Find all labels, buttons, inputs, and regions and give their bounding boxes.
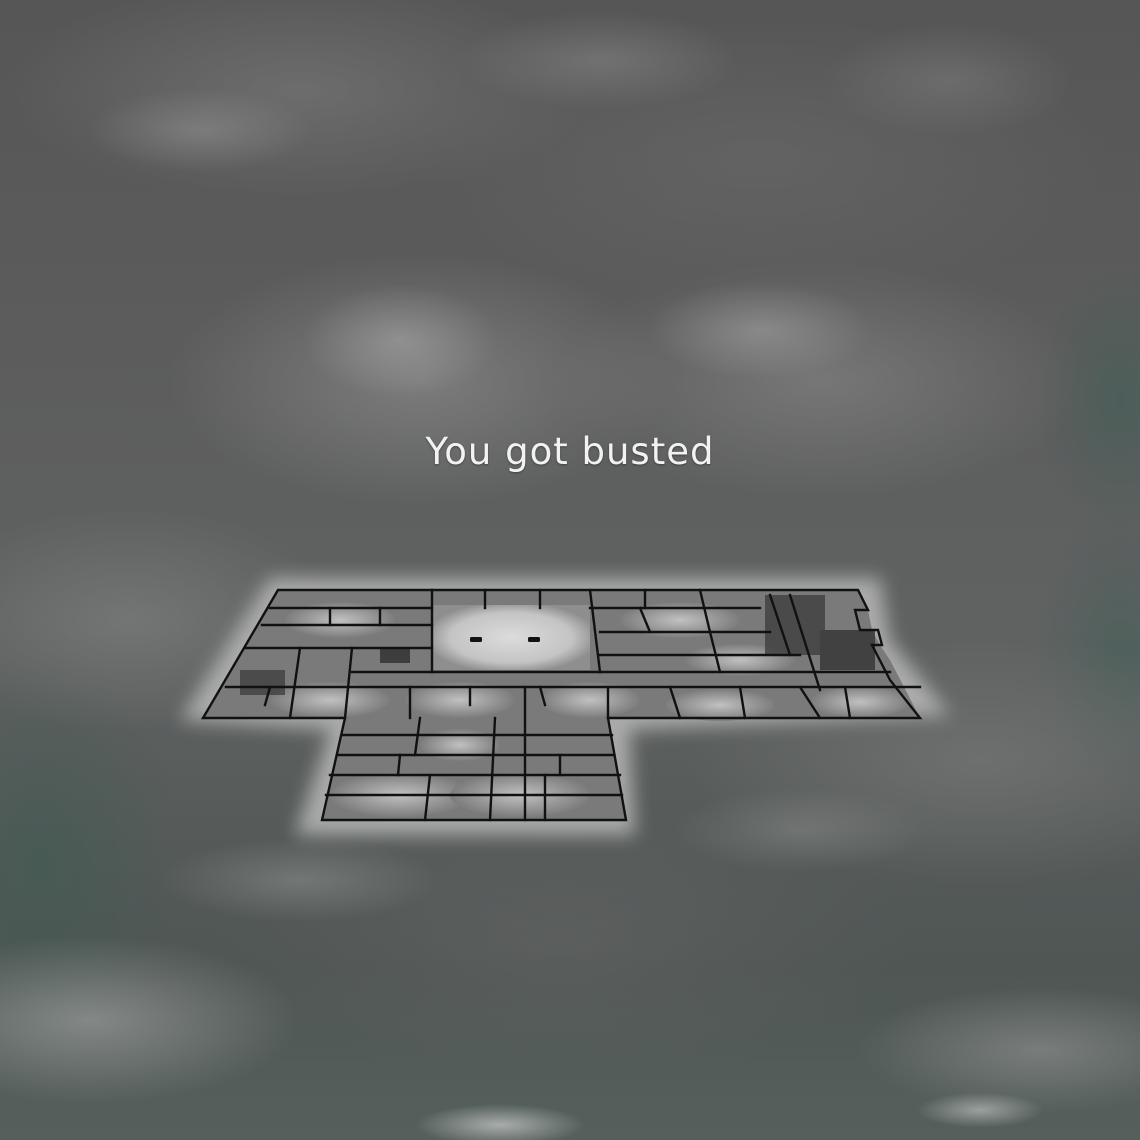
room-lighting [270,602,910,817]
player-room [432,605,590,670]
player-ghost-icon [470,637,540,642]
walls [200,588,923,822]
shadow-zones [240,595,875,695]
game-over-message: You got busted [425,430,715,473]
